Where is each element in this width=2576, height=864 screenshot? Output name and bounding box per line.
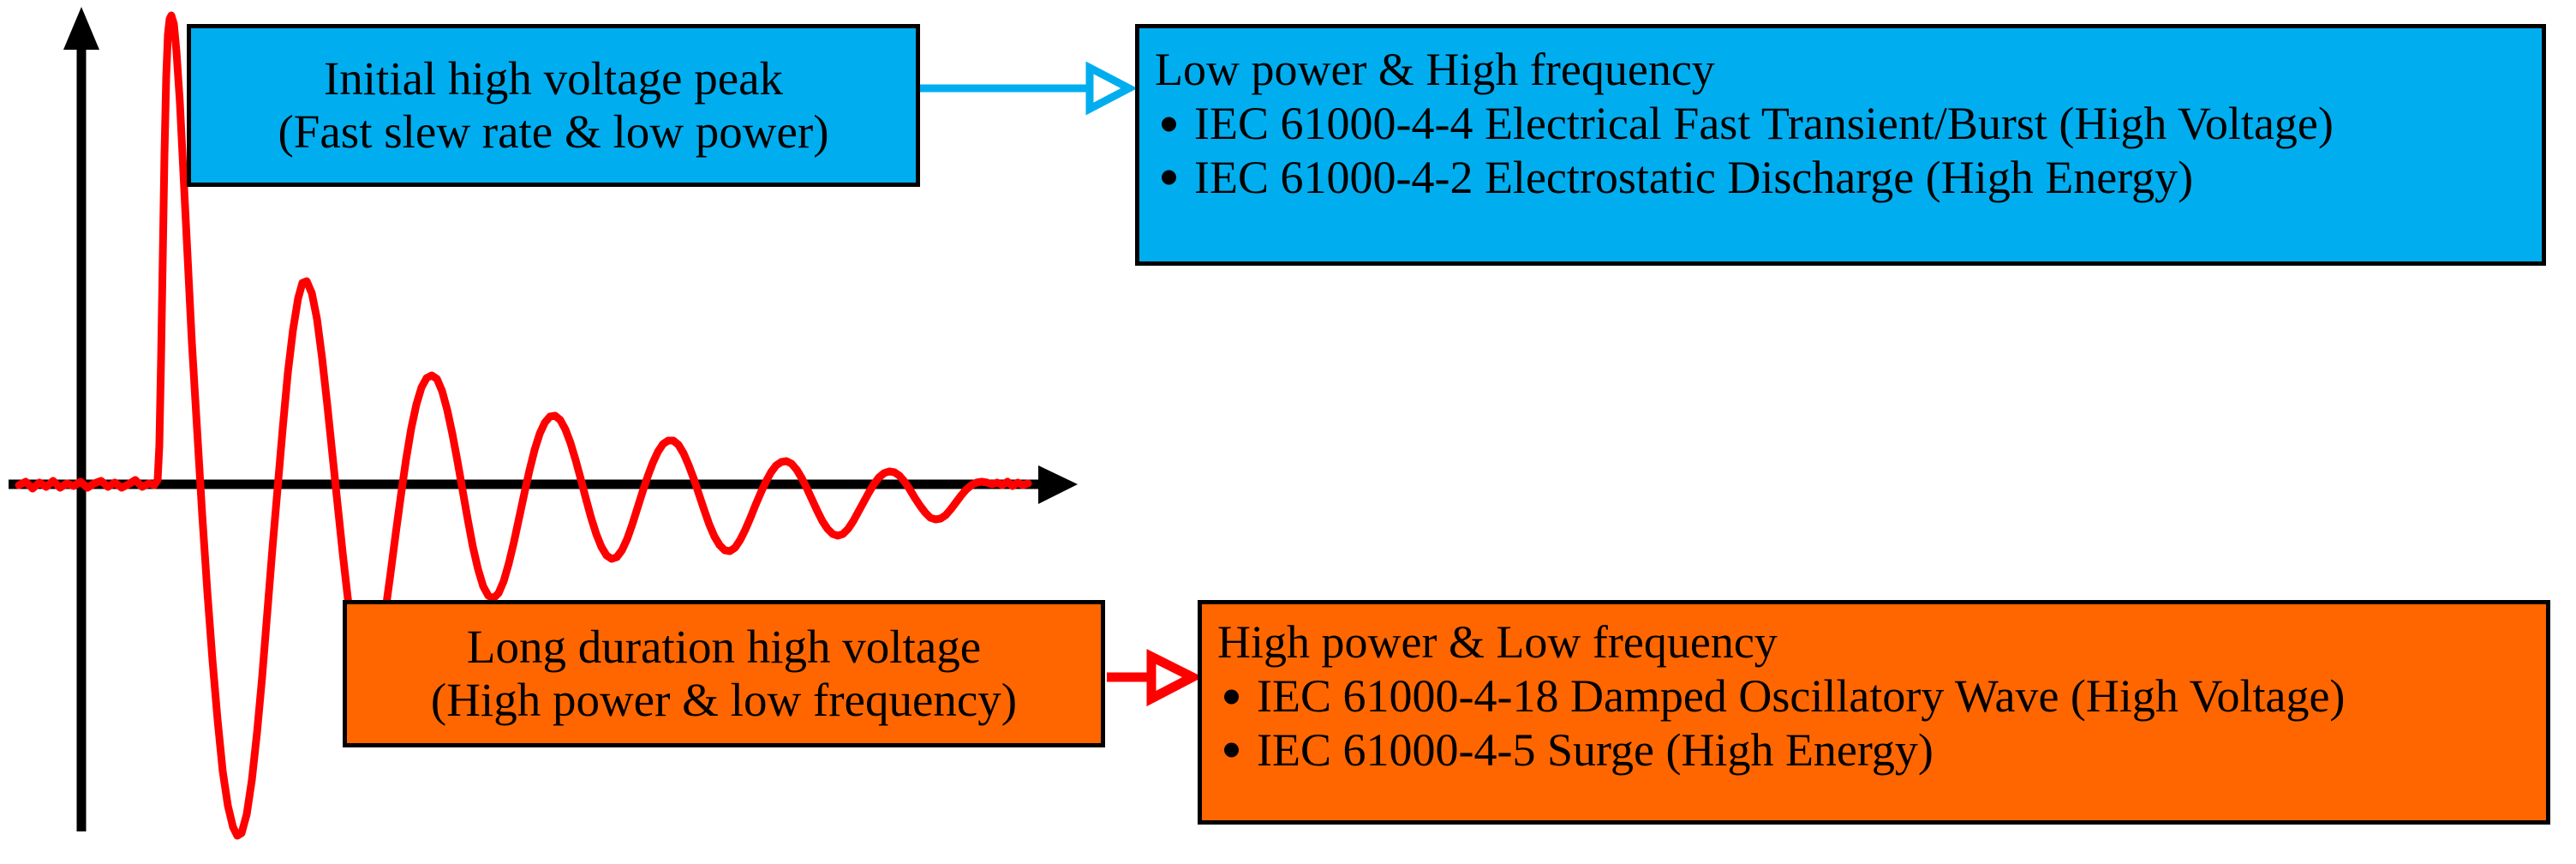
callout-initial-peak[interactable]: Initial high voltage peak (Fast slew rat… <box>187 24 920 187</box>
bullet-dot-icon <box>1162 170 1176 185</box>
panel-blue-bullet-2-text: IEC 61000-4-2 Electrostatic Discharge (H… <box>1194 151 2194 203</box>
panel-blue-heading: Low power & High frequency <box>1155 44 1715 95</box>
panel-blue-bullet-2: IEC 61000-4-2 Electrostatic Discharge (H… <box>1155 151 2542 204</box>
bullet-dot-icon <box>1224 689 1239 705</box>
callout-initial-peak-line2: (Fast slew rate & low power) <box>278 105 829 158</box>
orange-connector-arrow <box>1107 649 1204 707</box>
panel-high-power-low-frequency[interactable]: High power & Low frequency IEC 61000-4-1… <box>1198 600 2550 825</box>
callout-long-duration-line1: Long duration high voltage <box>466 621 982 674</box>
panel-low-power-high-frequency[interactable]: Low power & High frequency IEC 61000-4-4… <box>1135 24 2546 266</box>
panel-blue-bullet-list: IEC 61000-4-4 Electrical Fast Transient/… <box>1155 97 2542 203</box>
callout-long-duration[interactable]: Long duration high voltage (High power &… <box>343 600 1105 747</box>
panel-orange-heading: High power & Low frequency <box>1217 616 1778 668</box>
panel-orange-bullet-2-text: IEC 61000-4-5 Surge (High Energy) <box>1257 723 1933 776</box>
bullet-dot-icon <box>1224 742 1239 758</box>
panel-blue-bullet-1: IEC 61000-4-4 Electrical Fast Transient/… <box>1155 97 2542 150</box>
panel-orange-bullet-1-text: IEC 61000-4-18 Damped Oscillatory Wave (… <box>1257 670 2346 723</box>
damped-oscillation-trace <box>15 11 1032 840</box>
callout-initial-peak-line1: Initial high voltage peak <box>323 52 784 105</box>
callout-long-duration-line2: (High power & low frequency) <box>430 674 1018 726</box>
voltage-axis <box>63 7 99 831</box>
panel-orange-bullet-list: IEC 61000-4-18 Damped Oscillatory Wave (… <box>1217 669 2546 776</box>
panel-blue-bullet-1-text: IEC 61000-4-4 Electrical Fast Transient/… <box>1194 98 2334 150</box>
panel-orange-bullet-2: IEC 61000-4-5 Surge (High Energy) <box>1217 723 2546 777</box>
bullet-dot-icon <box>1162 117 1176 132</box>
panel-orange-bullet-1: IEC 61000-4-18 Damped Oscillatory Wave (… <box>1217 669 2546 723</box>
blue-connector-arrow <box>893 61 1138 116</box>
